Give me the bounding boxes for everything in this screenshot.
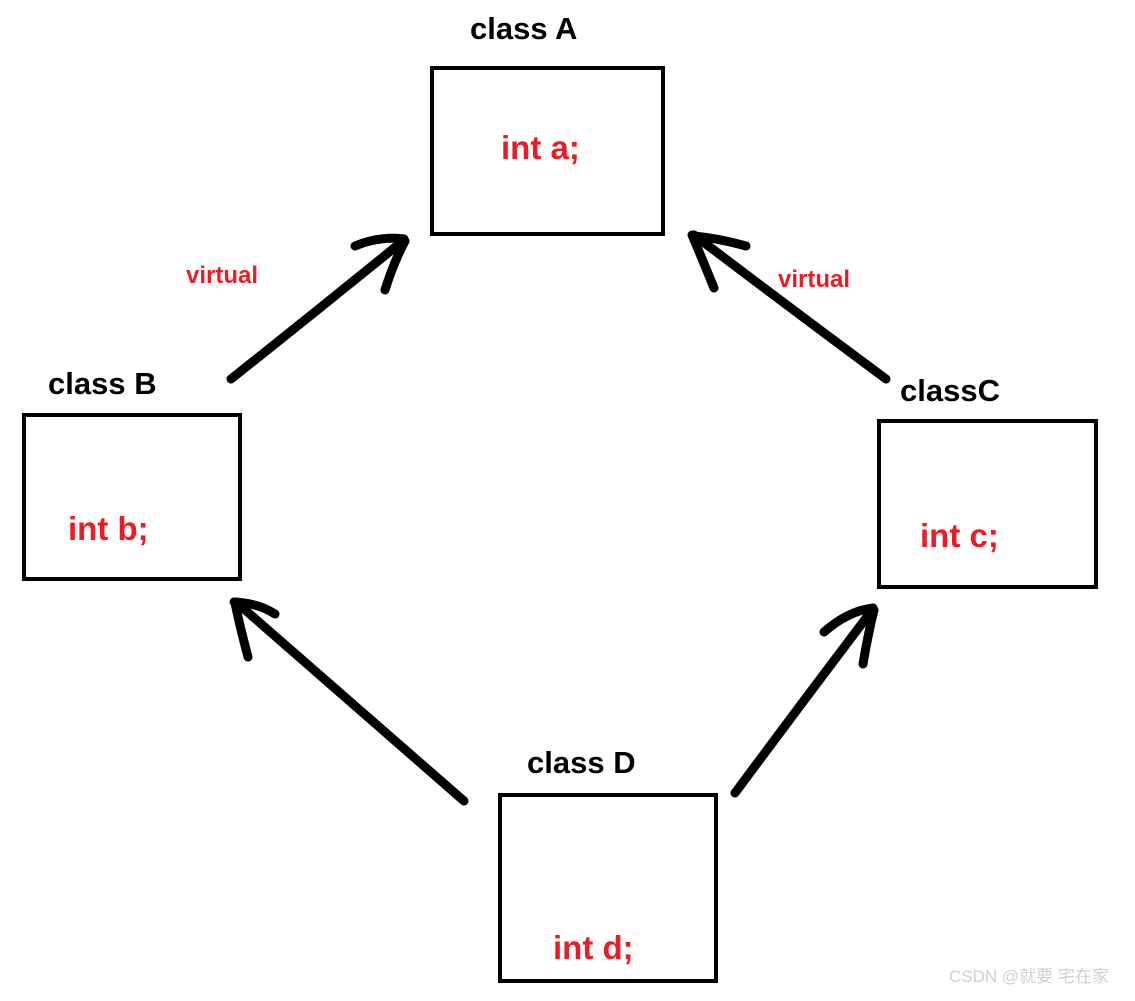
class-b-title: class B (48, 366, 157, 401)
edge-label-b-to-a: virtual (186, 262, 259, 289)
class-a-title: class A (470, 11, 578, 46)
class-d-title: class D (527, 745, 636, 780)
class-a-box[interactable] (430, 66, 665, 236)
arrow-d-to-b (229, 597, 469, 806)
class-b-box[interactable] (22, 413, 242, 581)
edge-label-c-to-a: virtual (778, 266, 851, 293)
class-a-member: int a; (501, 129, 580, 166)
arrow-b-to-a (226, 233, 410, 384)
class-c-member: int c; (920, 517, 999, 554)
arrow-d-to-c (730, 603, 879, 798)
class-c-box[interactable] (877, 419, 1098, 589)
class-d-member: int d; (553, 929, 634, 966)
arrow-c-to-a (687, 230, 891, 384)
class-c-title: classC (900, 373, 1000, 408)
class-b-member: int b; (68, 510, 149, 547)
csdn-watermark: CSDN @就要 宅在家 (949, 967, 1109, 986)
class-d-box[interactable] (498, 793, 718, 983)
